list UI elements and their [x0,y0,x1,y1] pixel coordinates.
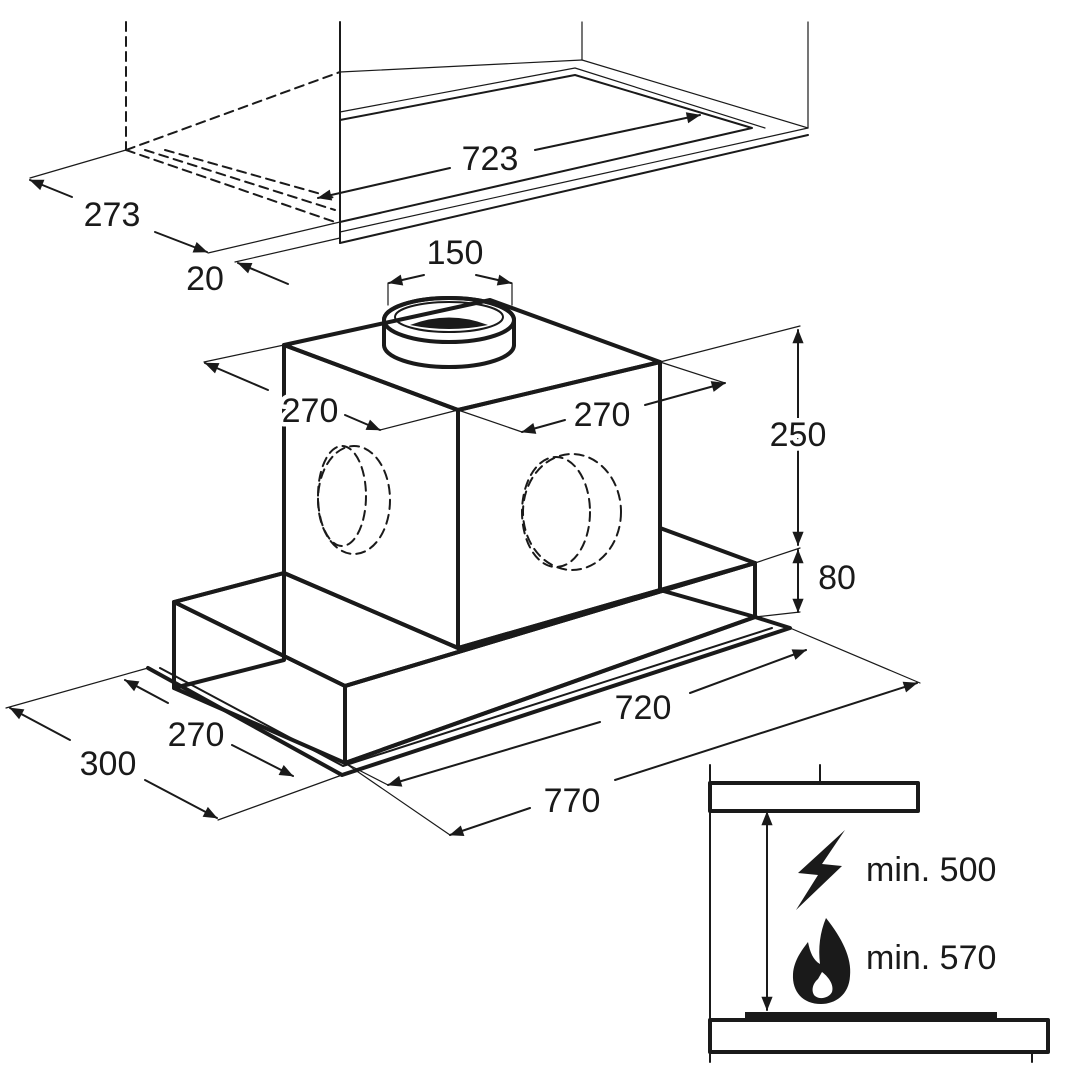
inner-width-label: 720 [615,689,672,727]
electric-clearance-label: min. 500 [866,851,996,889]
cabinet-width-label: 723 [462,140,519,178]
gas-clearance-label: min. 570 [866,939,996,977]
motor-height-label: 250 [770,416,827,454]
flame-icon [792,918,851,1004]
hood-block [708,781,920,813]
cabinet-offset-label: 20 [186,260,224,298]
clearance-detail: min. 500 min. 570 [708,764,1050,1063]
inner-depth-label: 270 [168,716,225,754]
hood-drawing [5,296,921,836]
outlet-diameter-label: 150 [427,234,484,272]
dimension-150: 150 [387,234,513,306]
motor-depth-label: 270 [574,396,631,434]
cabinet-depth-label: 273 [84,196,141,234]
dimension-270-motor-left: 270 [204,362,381,435]
dimension-300: 300 [9,707,218,819]
base-height-label: 80 [818,559,856,597]
cabinet-drawing [29,21,809,263]
dimension-270-base: 270 [124,679,294,777]
hob-surface [745,1012,997,1020]
lightning-icon [796,830,845,910]
worktop [708,1018,1050,1054]
dimension-723: 723 [317,112,701,201]
outer-depth-label: 300 [80,745,137,783]
dimension-20: 20 [186,260,289,298]
dimension-250: 250 [765,329,831,546]
base-front-face [343,561,757,765]
outlet-collar [382,296,516,369]
dimension-720: 720 [387,649,807,787]
dimension-273: 273 [29,179,208,253]
side-knockout-right [521,453,622,571]
motor-width-label: 270 [282,392,339,430]
side-knockout-left [317,445,391,555]
outer-width-label: 770 [544,782,601,820]
motor-top-face [282,298,662,412]
dimension-80: 80 [792,549,856,613]
dimension-270-motor-right: 270 [521,381,726,439]
motor-left-face [282,343,460,650]
dimension-770: 770 [449,681,918,837]
